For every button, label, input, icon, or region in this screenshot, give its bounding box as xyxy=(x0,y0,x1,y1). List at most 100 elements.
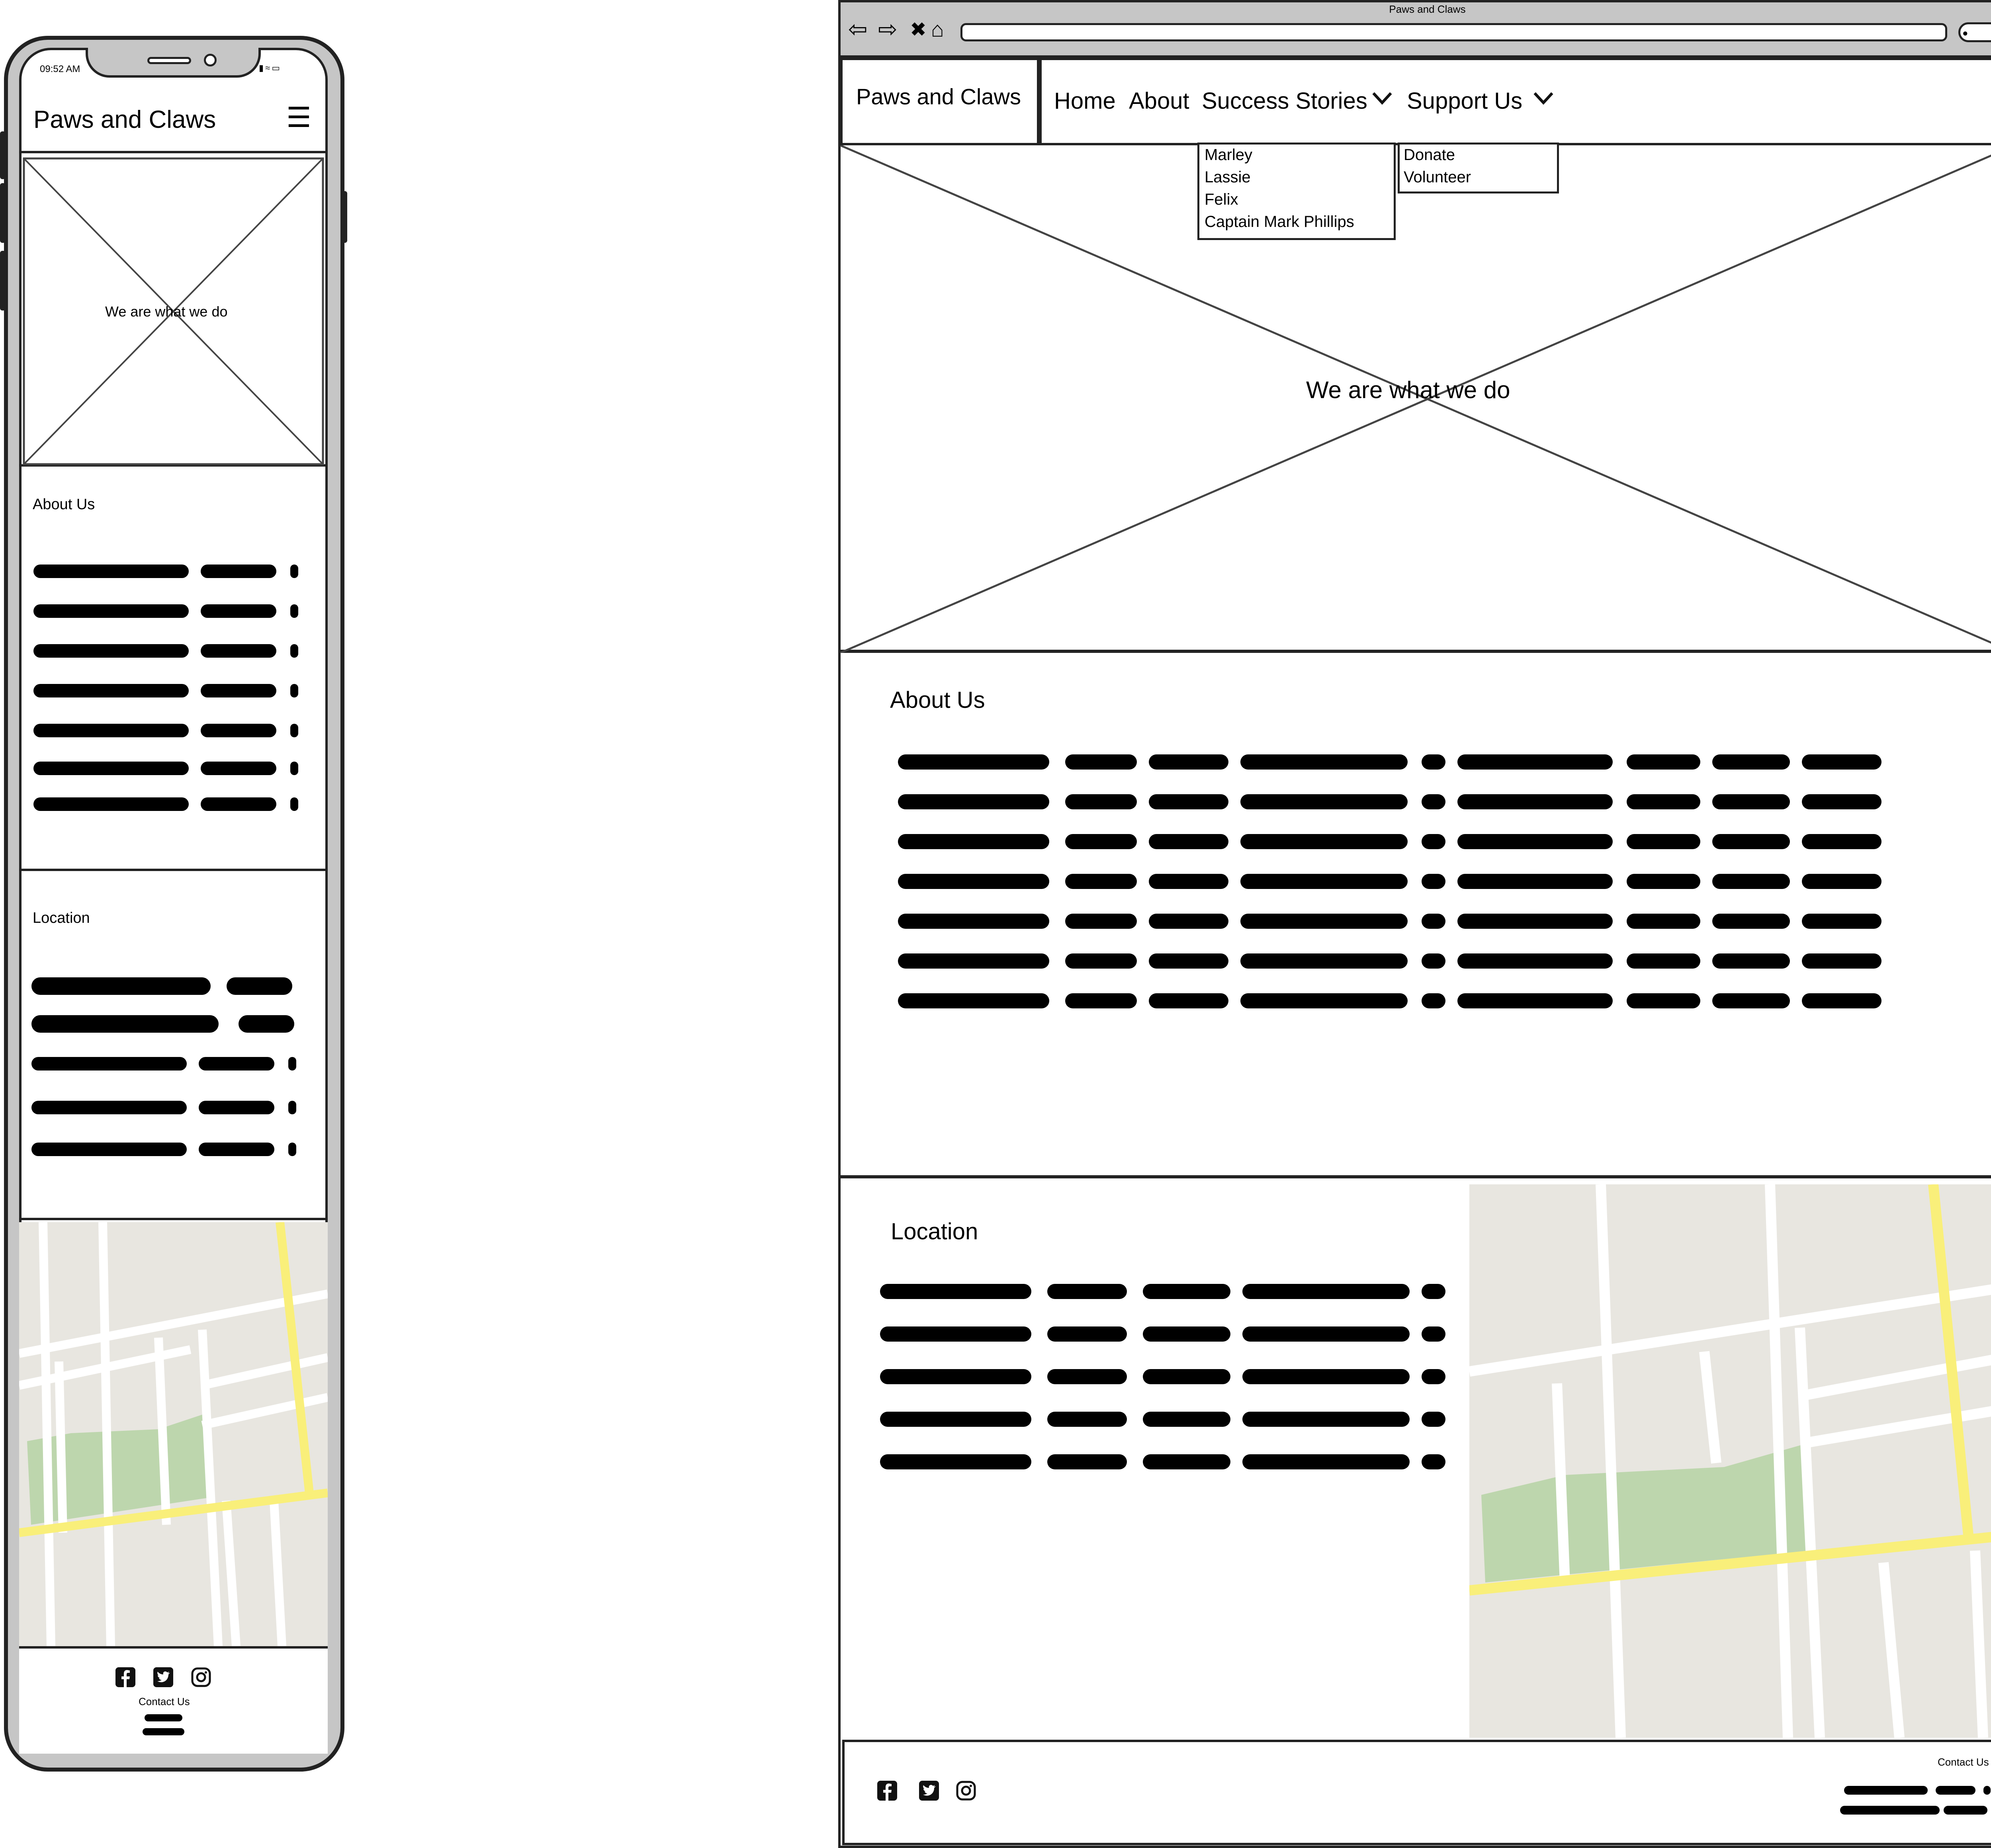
location-map[interactable] xyxy=(19,1222,328,1646)
placeholder-text-line xyxy=(1065,874,1137,889)
placeholder-text-line xyxy=(1457,794,1613,809)
location-text-placeholder xyxy=(31,977,314,1184)
placeholder-text-line xyxy=(1627,834,1700,849)
placeholder-text-line xyxy=(1143,1369,1230,1384)
home-icon[interactable]: ⌂ xyxy=(931,18,944,41)
battery-icon: ▭ xyxy=(272,63,282,73)
nav-about[interactable]: About xyxy=(1129,88,1189,114)
placeholder-text-line xyxy=(880,1454,1031,1469)
placeholder-text-line xyxy=(1065,834,1137,849)
facebook-icon[interactable] xyxy=(876,1780,898,1801)
placeholder-text-line xyxy=(1065,914,1137,929)
nav-home[interactable]: Home xyxy=(1054,88,1116,114)
placeholder-text-line xyxy=(1422,794,1445,809)
about-section: About Us xyxy=(840,655,1991,1178)
address-bar[interactable] xyxy=(960,23,1947,41)
placeholder-text-line xyxy=(1240,953,1408,969)
location-section: Location xyxy=(22,874,325,1220)
forward-icon[interactable]: ⇨ xyxy=(878,16,898,42)
placeholder-text-line xyxy=(1422,953,1445,969)
chevron-down-icon[interactable] xyxy=(1372,92,1393,105)
placeholder-text-line xyxy=(898,754,1049,770)
about-heading: About Us xyxy=(33,496,95,513)
placeholder-text-line xyxy=(1240,874,1408,889)
placeholder-text-line xyxy=(880,1369,1031,1384)
placeholder-text-line xyxy=(1240,914,1408,929)
placeholder-text-line xyxy=(1457,993,1613,1008)
about-section: About Us xyxy=(22,469,325,871)
menu-item-captain-mark-phillips[interactable]: Captain Mark Phillips xyxy=(1205,213,1354,231)
placeholder-text-line xyxy=(1712,993,1790,1008)
placeholder-text-line xyxy=(1422,754,1445,770)
placeholder-text-line xyxy=(1802,874,1881,889)
phone-speaker xyxy=(147,57,191,64)
mobile-footer: Contact Us xyxy=(19,1646,328,1754)
phone-side-button xyxy=(0,183,6,243)
instagram-icon[interactable] xyxy=(190,1666,212,1688)
browser-title: Paws and Claws xyxy=(1389,3,1466,15)
placeholder-text-line xyxy=(1802,754,1881,770)
placeholder-text-line xyxy=(1240,834,1408,849)
placeholder-text-line xyxy=(880,1284,1031,1299)
placeholder-text-line xyxy=(1627,754,1700,770)
instagram-icon[interactable] xyxy=(955,1780,977,1801)
twitter-icon[interactable] xyxy=(153,1666,174,1688)
contact-us-label: Contact Us xyxy=(139,1696,190,1707)
placeholder-text-line xyxy=(1627,953,1700,969)
placeholder-text-line xyxy=(1149,874,1228,889)
hero-caption: We are what we do xyxy=(1306,377,1510,403)
phone-camera xyxy=(204,54,217,66)
placeholder-text-line xyxy=(1242,1326,1410,1342)
placeholder-text-line xyxy=(1712,914,1790,929)
placeholder-text-line xyxy=(1422,914,1445,929)
search-icon[interactable]: ● xyxy=(1962,28,1968,39)
placeholder-text-line xyxy=(1149,794,1228,809)
placeholder-text-line xyxy=(1065,794,1137,809)
site-logo[interactable]: Paws and Claws xyxy=(33,106,216,133)
placeholder-text-line xyxy=(1240,794,1408,809)
location-map[interactable] xyxy=(1469,1184,1991,1738)
placeholder-text-line xyxy=(1047,1326,1127,1342)
site-logo[interactable]: Paws and Claws xyxy=(856,84,1021,109)
desktop-logo-area xyxy=(840,58,1039,145)
browser-search[interactable] xyxy=(1958,22,1991,42)
placeholder-text-line xyxy=(1422,874,1445,889)
hamburger-icon[interactable]: ☰ xyxy=(286,102,311,133)
location-heading: Location xyxy=(891,1219,978,1244)
placeholder-text-line xyxy=(1627,874,1700,889)
placeholder-text-line xyxy=(1422,993,1445,1008)
placeholder-text-line xyxy=(1240,993,1408,1008)
menu-item-marley[interactable]: Marley xyxy=(1205,146,1253,164)
location-section: Location xyxy=(840,1180,1991,1738)
menu-item-volunteer[interactable]: Volunteer xyxy=(1404,168,1471,186)
placeholder-text-line xyxy=(1149,914,1228,929)
twitter-icon[interactable] xyxy=(918,1780,940,1801)
stop-icon[interactable]: ✖ xyxy=(910,18,927,41)
map-graphic xyxy=(1469,1184,1991,1738)
placeholder-text-line xyxy=(1240,754,1408,770)
back-icon[interactable]: ⇦ xyxy=(848,16,868,42)
placeholder-text-line xyxy=(1802,914,1881,929)
menu-item-donate[interactable]: Donate xyxy=(1404,146,1455,164)
placeholder-text-line xyxy=(1242,1284,1410,1299)
facebook-icon[interactable] xyxy=(115,1666,136,1688)
hero-image-placeholder: We are what we do xyxy=(22,156,325,467)
placeholder-text-line xyxy=(1457,874,1613,889)
about-text-placeholder xyxy=(898,754,1885,1025)
nav-success-stories[interactable]: Success Stories xyxy=(1202,88,1367,114)
placeholder-text-line xyxy=(1712,794,1790,809)
placeholder-text-line xyxy=(1422,834,1445,849)
placeholder-text-line xyxy=(898,953,1049,969)
mobile-header: Paws and Claws ☰ xyxy=(22,90,325,153)
placeholder-text-line xyxy=(1712,874,1790,889)
menu-item-felix[interactable]: Felix xyxy=(1205,191,1238,208)
nav-support-us[interactable]: Support Us xyxy=(1407,88,1523,114)
placeholder-text-line xyxy=(898,874,1049,889)
chevron-down-icon[interactable] xyxy=(1533,92,1554,105)
support-us-dropdown: Donate Volunteer xyxy=(1398,143,1559,193)
signal-icon: ▮ xyxy=(259,63,266,73)
menu-item-lassie[interactable]: Lassie xyxy=(1205,168,1251,186)
placeholder-text-line xyxy=(898,834,1049,849)
placeholder-text-line xyxy=(1422,1369,1445,1384)
placeholder-text-line xyxy=(1047,1369,1127,1384)
